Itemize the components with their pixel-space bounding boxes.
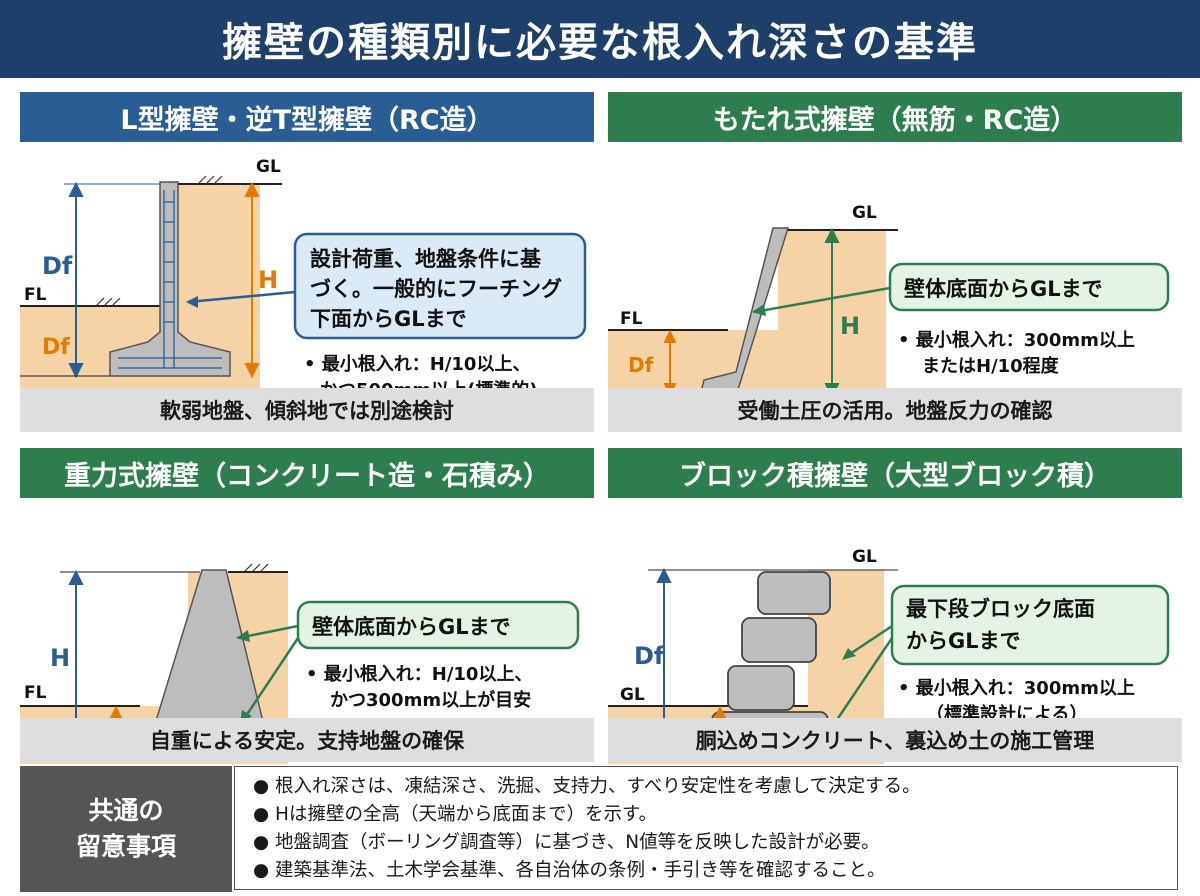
- df-label: Df: [628, 353, 654, 377]
- common-note-item: Hは擁壁の全高（天端から底面まで）を示す。: [253, 801, 1159, 829]
- title-bar: 擁壁の種類別に必要な根入れ深さの基準: [0, 0, 1200, 78]
- callout-line-1: 最下段ブロック底面: [906, 597, 1095, 621]
- note-line-2: かつ300mm以上が目安: [330, 689, 531, 711]
- l-type-diagram: Df FL Df GL H 設計荷重、地盤条件に基 づく。一般的にフーチング 下…: [20, 157, 587, 390]
- panel-footer-leaning-type: 受働土圧の活用。地盤反力の確認: [608, 388, 1182, 432]
- callout-line-2: からGLまで: [906, 629, 1021, 653]
- rebar-icon: [118, 190, 222, 369]
- df-total-label: Df: [42, 252, 73, 280]
- page-title: 擁壁の種類別に必要な根入れ深さの基準: [222, 20, 978, 66]
- panel-header: L型擁壁・逆T型擁壁（RC造）: [20, 92, 594, 142]
- callout-arrow-icon: [186, 296, 198, 308]
- callout-arrow-icon: [842, 648, 856, 660]
- soil-hatch-icon: [243, 563, 269, 573]
- callout-pointer: [753, 286, 891, 314]
- panel-footer-gravity-type: 自重による安定。支持地盤の確保: [20, 718, 594, 762]
- callout-line-1: 壁体底面からGLまで: [312, 615, 511, 639]
- gl-label: GL: [620, 685, 645, 705]
- fl-label: FL: [24, 285, 47, 305]
- callout-line-3: 下面からGLまで: [310, 307, 467, 331]
- h-arrow: [244, 181, 260, 379]
- panel-leaning-type: もたれ式擁壁（無筋・RC造） FL GL Df H 壁体底面からGLまで • 最…: [608, 92, 1182, 390]
- df-embed-label: Df: [42, 335, 70, 360]
- leaning-wall: [700, 227, 790, 390]
- df-upper-label: Df: [634, 642, 665, 670]
- panel-footer-block-type: 胴込めコンクリート、裏込め土の施工管理: [608, 718, 1182, 762]
- gl-top-label: GL: [852, 547, 877, 567]
- note-line-2: またはH/10程度: [922, 355, 1060, 377]
- fl-label: FL: [620, 309, 643, 329]
- callout-box: [888, 262, 1170, 312]
- callout-box: [293, 232, 587, 340]
- common-note-item: 地盤調査（ボーリング調査等）に基づき、N値等を反映した設計が必要。: [253, 829, 1159, 857]
- callout-pointer: [187, 290, 296, 304]
- callout-line-1: 壁体底面からGLまで: [904, 277, 1103, 301]
- panel-block-type: ブロック積擁壁（大型ブロック積） GL GL Df Df 最下段ブロック底面: [608, 448, 1182, 764]
- block-3: [727, 665, 795, 711]
- common-note-item: 建築基準法、土木学会基準、各自治体の条例・手引き等を確認すること。: [253, 857, 1159, 885]
- leaning-type-diagram: FL GL Df H 壁体底面からGLまで • 最小根入れ：300mm以上 また…: [608, 203, 1170, 390]
- common-note-item: 根入れ深さは、凍結深さ、洗掘、支持力、すべり安定性を考慮して決定する。: [253, 773, 1159, 801]
- block-1: [757, 571, 831, 615]
- gl-label: GL: [256, 157, 281, 177]
- panel-header: ブロック積擁壁（大型ブロック積）: [608, 448, 1182, 498]
- callout-arrow-icon: [752, 304, 766, 316]
- common-notes-label: 共通の 留意事項: [20, 766, 232, 892]
- l-type-wall: [109, 181, 231, 377]
- panel-footer-l-type: 軟弱地盤、傾斜地では別途検討: [20, 388, 594, 432]
- callout-arrow-icon: [236, 630, 250, 642]
- callout-line-1: 設計荷重、地盤条件に基: [310, 247, 542, 271]
- common-label-line-1: 共通の: [88, 796, 164, 825]
- gl-label: GL: [852, 203, 877, 223]
- callout-line-2: づく。一般的にフーチング: [310, 277, 562, 301]
- note-line-1: • 最小根入れ：H/10以上、: [306, 663, 532, 685]
- note-line-2: かつ500mm以上(標準的): [320, 379, 538, 390]
- note-line-1: • 最小根入れ：H/10以上、: [304, 353, 530, 375]
- panel-gravity-type: 重力式擁壁（コンクリート造・石積み） FL H Df 壁体底面からGLまで • …: [20, 448, 594, 764]
- h-arrow: [824, 227, 840, 390]
- note-line-1: • 最小根入れ：300mm以上: [898, 677, 1135, 699]
- fl-label: FL: [24, 683, 47, 703]
- block-2: [741, 617, 817, 663]
- note-line-1: • 最小根入れ：300mm以上: [898, 329, 1135, 351]
- callout-pointer-2: [240, 637, 300, 723]
- panel-l-type: L型擁壁・逆T型擁壁（RC造） Df FL Df: [20, 92, 594, 390]
- h-label: H: [258, 266, 278, 294]
- panel-header: 重力式擁壁（コンクリート造・石積み）: [20, 448, 594, 498]
- common-notes: 共通の 留意事項 根入れ深さは、凍結深さ、洗掘、支持力、すべり安定性を考慮して決…: [20, 766, 1180, 892]
- panel-header: もたれ式擁壁（無筋・RC造）: [608, 92, 1182, 142]
- h-label: H: [50, 644, 70, 672]
- common-label-line-2: 留意事項: [75, 832, 176, 861]
- soil-hatch-icon: [95, 175, 223, 307]
- df-total-arrow: [64, 181, 160, 379]
- common-notes-list: 根入れ深さは、凍結深さ、洗掘、支持力、すべり安定性を考慮して決定する。 Hは擁壁…: [234, 766, 1178, 890]
- h-label: H: [840, 312, 860, 340]
- callout-box: [296, 600, 580, 650]
- callout-box: [890, 584, 1170, 666]
